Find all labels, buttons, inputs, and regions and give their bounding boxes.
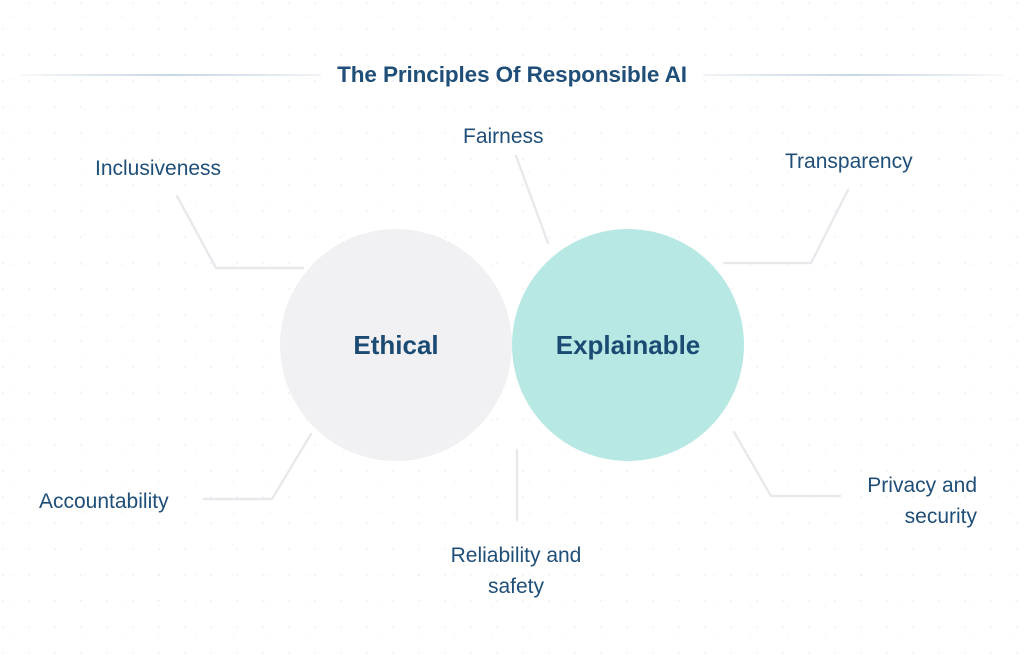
- principle-label-transparency[interactable]: Transparency: [785, 150, 913, 173]
- venn-label-ethical: Ethical: [353, 330, 439, 360]
- venn-circle-ethical[interactable]: [280, 229, 512, 461]
- title-rule-right: [702, 74, 1003, 76]
- header: The Principles Of Responsible AI: [0, 62, 1024, 88]
- principle-label-privacy-and-security[interactable]: Privacy and security: [867, 474, 977, 528]
- title-rule-left: [21, 74, 322, 76]
- principle-label-inclusiveness[interactable]: Inclusiveness: [95, 157, 222, 180]
- page-title: The Principles Of Responsible AI: [337, 62, 687, 87]
- principle-label-reliability-and-safety[interactable]: Reliability and safety: [450, 544, 582, 598]
- venn-label-explainable: Explainable: [555, 330, 701, 360]
- venn-circle-explainable[interactable]: [512, 229, 744, 461]
- principle-label-fairness[interactable]: Fairness: [463, 125, 544, 148]
- principle-label-accountability[interactable]: Accountability: [39, 490, 169, 513]
